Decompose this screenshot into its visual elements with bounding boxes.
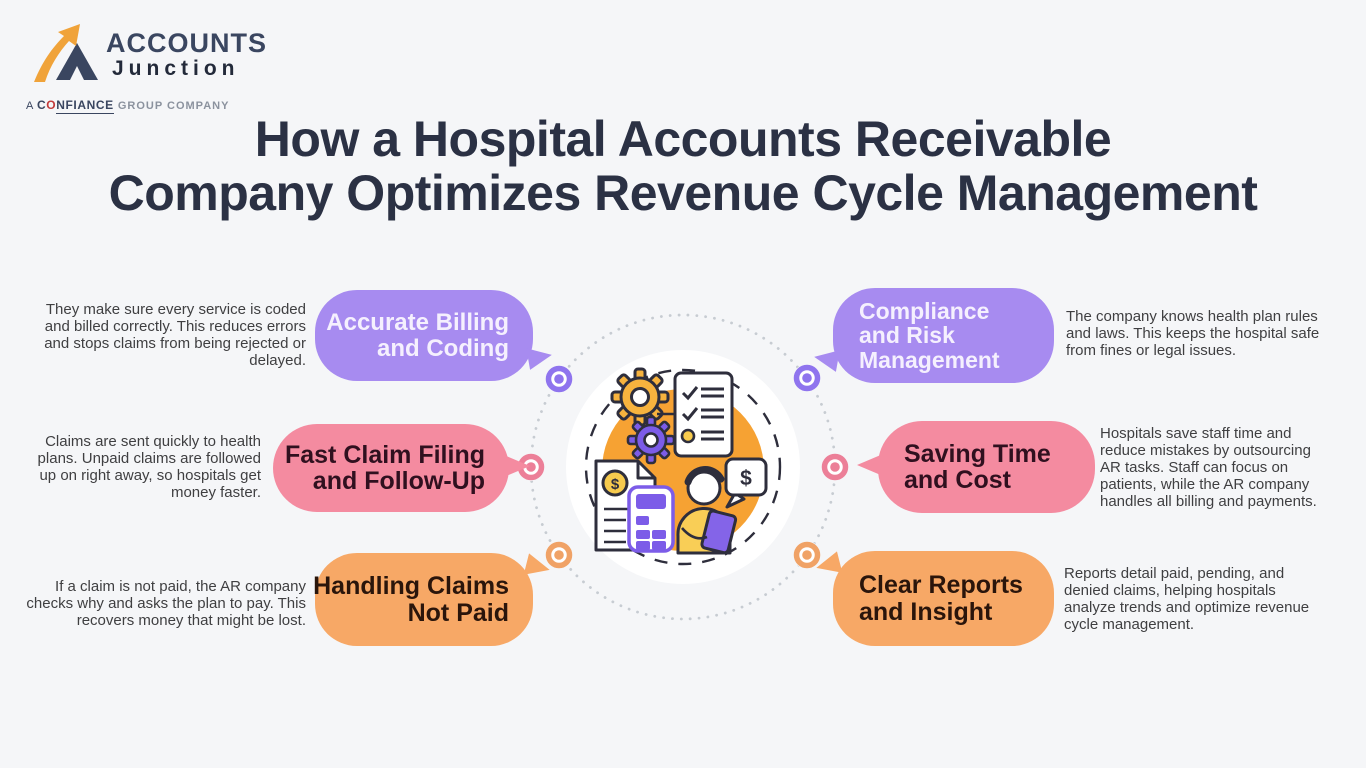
logo-brand-name: ACCOUNTS <box>106 27 267 58</box>
bubble-compliance-and-risk: Compliance and Risk Management <box>812 288 1054 383</box>
logo-triangle-arrow-icon <box>26 16 98 93</box>
bubble-label: Saving Time and Cost <box>904 439 1051 494</box>
dollar-speech-bubble-icon: $ <box>724 457 768 509</box>
bubble-label: Clear Reports and Insight <box>859 571 1023 626</box>
gears-icon <box>610 367 670 427</box>
description-accurate-billing: They make sure every service is coded an… <box>44 301 306 369</box>
bubble-tail <box>813 551 843 579</box>
purple-gear-icon <box>626 415 676 465</box>
connector-ring-orange-left <box>545 541 573 569</box>
bubble-clear-reports-and-insight: Clear Reports and Insight <box>813 551 1054 646</box>
bubble-handling-claims-not-paid: Handling Claims Not Paid <box>313 553 553 646</box>
description-fast-claim-filing: Claims are sent quickly to health plans.… <box>37 433 261 501</box>
logo-brand-subname: Junction <box>112 56 240 80</box>
bubble-label: Compliance and Risk Management <box>859 297 1000 373</box>
bubble-tail <box>526 344 554 370</box>
description-handling-claims: If a claim is not paid, the AR company c… <box>26 578 306 629</box>
connector-ring-orange-right <box>793 541 821 569</box>
bubble-saving-time-and-cost: Saving Time and Cost <box>857 421 1095 513</box>
connector-ring-purple-right <box>793 364 821 392</box>
bubble-accurate-billing-and-coding: Accurate Billing and Coding <box>315 290 554 381</box>
accounts-junction-logo: ACCOUNTS Junction A CONFIANCE GROUP COMP… <box>26 16 267 114</box>
bubble-label: Fast Claim Filing and Follow-Up <box>284 440 485 495</box>
bubble-tail <box>504 455 530 477</box>
revenue-cycle-center-graphic: $ $ <box>517 313 849 621</box>
svg-text:$: $ <box>740 467 752 490</box>
description-compliance-risk: The company knows health plan rules and … <box>1066 308 1320 359</box>
checklist-icon <box>673 371 734 458</box>
bubble-label: Accurate Billing and Coding <box>326 309 509 362</box>
connector-ring-pink-right <box>821 453 849 481</box>
accountant-person-icon <box>676 466 738 555</box>
svg-text:$: $ <box>611 476 620 493</box>
description-clear-reports: Reports detail paid, pending, and denied… <box>1064 565 1310 633</box>
bubble-tail <box>812 346 840 372</box>
connector-ring-purple-left <box>545 365 573 393</box>
bubble-label: Handling Claims Not Paid <box>313 572 509 627</box>
calculator-icon <box>627 485 675 553</box>
description-saving-time-cost: Hospitals save staff time and reduce mis… <box>1100 425 1317 510</box>
bubble-tail <box>857 454 883 476</box>
logo-tagline: A CONFIANCE GROUP COMPANY <box>26 98 230 114</box>
dashed-inner-circle <box>584 368 782 566</box>
bubble-fast-claim-filing: Fast Claim Filing and Follow-Up <box>273 424 530 512</box>
